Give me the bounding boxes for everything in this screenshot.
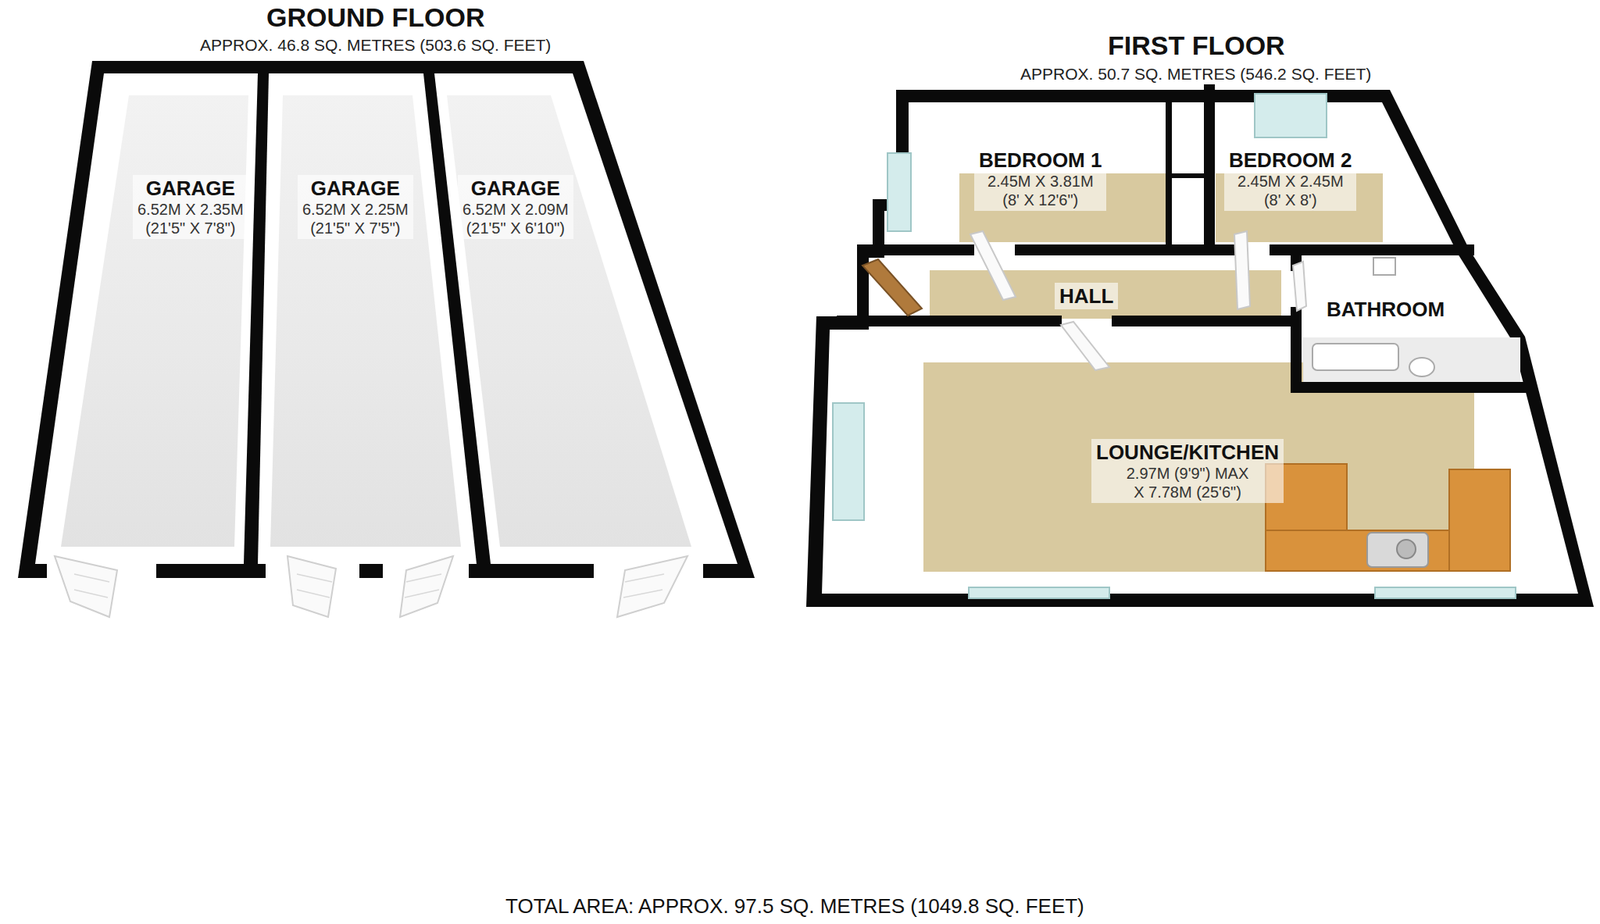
room-name: GARAGE [137, 176, 244, 200]
floor-heading: GROUND FLOOR [266, 2, 486, 33]
room-name: GARAGE [462, 176, 569, 200]
floor-heading: FIRST FLOOR [1107, 30, 1286, 61]
first-floor-plan [806, 89, 1594, 608]
room-label: BATHROOM [1321, 296, 1450, 323]
room-label: BEDROOM 22.45M X 2.45M(8' X 8') [1224, 146, 1357, 211]
floor-area: APPROX. 46.8 SQ. METRES (503.6 SQ. FEET) [200, 35, 551, 55]
room-label: HALL [1054, 282, 1118, 310]
room-dimensions: (21'5" X 7'5") [302, 218, 409, 238]
room-dimensions: (21'5" X 6'10") [462, 218, 569, 238]
room-dimensions: 2.45M X 3.81M [978, 171, 1102, 191]
room-dimensions: 6.52M X 2.35M [137, 200, 244, 219]
room-label: GARAGE6.52M X 2.25M(21'5" X 7'5") [297, 175, 414, 240]
room-name: HALL [1059, 284, 1114, 308]
room-dimensions: (21'5" X 7'8") [137, 218, 244, 238]
room-dimensions: 6.52M X 2.25M [302, 200, 409, 219]
room-name: LOUNGE/KITCHEN [1096, 440, 1279, 465]
room-label: GARAGE6.52M X 2.09M(21'5" X 6'10") [457, 175, 574, 240]
room-dimensions: (8' X 12'6") [978, 190, 1102, 210]
room-name: BATHROOM [1326, 297, 1445, 322]
room-label: BEDROOM 12.45M X 3.81M(8' X 12'6") [974, 146, 1107, 211]
room-dimensions: 6.52M X 2.09M [462, 200, 569, 219]
room-dimensions: 2.45M X 2.45M [1228, 171, 1352, 191]
room-dimensions: (8' X 8') [1228, 190, 1352, 210]
room-name: BEDROOM 2 [1228, 148, 1352, 172]
room-name: GARAGE [302, 176, 409, 200]
total-area-caption: TOTAL AREA: APPROX. 97.5 SQ. METRES (104… [505, 894, 1085, 919]
room-name: BEDROOM 1 [978, 148, 1102, 172]
room-dimensions: 2.97M (9'9") MAX [1096, 464, 1279, 483]
floor-area: APPROX. 50.7 SQ. METRES (546.2 SQ. FEET) [1020, 64, 1372, 84]
room-dimensions: X 7.78M (25'6") [1096, 482, 1279, 502]
room-label: GARAGE6.52M X 2.35M(21'5" X 7'8") [132, 175, 249, 240]
ground-floor-plan [17, 60, 755, 618]
room-label: LOUNGE/KITCHEN2.97M (9'9") MAXX 7.78M (2… [1091, 439, 1284, 504]
